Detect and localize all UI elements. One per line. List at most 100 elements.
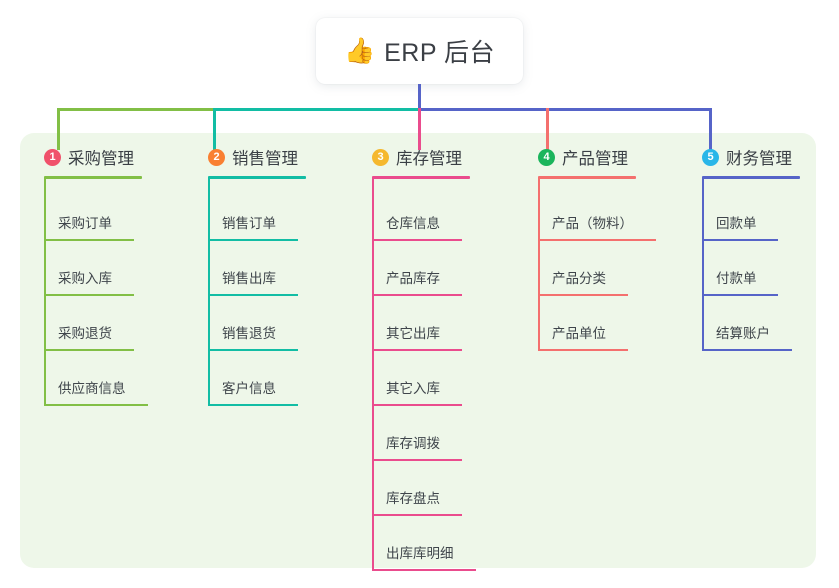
leaf-label: 供应商信息 [58,381,126,396]
leaf-label: 其它入库 [386,381,440,396]
leaf-label: 结算账户 [716,326,770,341]
leaf-underline [702,294,778,296]
leaf-label: 产品库存 [386,271,440,286]
leaf-underline [372,294,462,296]
leaf-underline [372,514,462,516]
leaf-underline [702,239,778,241]
leaf-label: 其它出库 [386,326,440,341]
leaf-item[interactable]: 结算账户 [702,296,792,351]
branch-header-sales[interactable]: 2 销售管理 [208,146,306,168]
leaf-item[interactable]: 库存盘点 [372,461,462,516]
leaf-label: 回款单 [716,216,757,231]
leaf-underline [208,349,298,351]
branch-header-inventory[interactable]: 3 库存管理 [372,146,470,168]
leaf-item[interactable]: 销售出库 [208,241,298,296]
leaf-item[interactable]: 产品（物料） [538,186,656,241]
leaf-label: 库存调拨 [386,436,440,451]
leaf-item[interactable]: 销售订单 [208,186,298,241]
leaf-item[interactable]: 仓库信息 [372,186,462,241]
leaf-item[interactable]: 付款单 [702,241,778,296]
branch-title-inventory: 库存管理 [396,150,462,168]
leaf-item[interactable]: 产品单位 [538,296,628,351]
leaf-item[interactable]: 采购退货 [44,296,134,351]
branch-column-finance: 5 财务管理 [702,146,800,179]
leaf-item[interactable]: 产品分类 [538,241,628,296]
leaf-underline [538,294,628,296]
branch-spine-product [538,178,540,351]
leaf-underline [44,349,134,351]
branch-column-purchase: 1 采购管理 [44,146,142,179]
connector-drop-sales [213,108,216,150]
leaf-item[interactable]: 库存调拨 [372,406,462,461]
leaf-item[interactable]: 出库库明细 [372,516,476,571]
leaf-underline [538,239,656,241]
leaf-underline [44,239,134,241]
branch-title-purchase: 采购管理 [68,150,134,168]
connector-bar-teal [213,108,420,111]
leaf-item[interactable]: 其它入库 [372,351,462,406]
connector-root-stem [418,84,421,111]
branch-header-product[interactable]: 4 产品管理 [538,146,636,168]
leaf-underline [208,239,298,241]
leaf-item[interactable]: 采购订单 [44,186,134,241]
branch-header-finance[interactable]: 5 财务管理 [702,146,800,168]
connector-bar-green [57,108,215,111]
leaf-item[interactable]: 采购入库 [44,241,134,296]
branch-title-product: 产品管理 [562,150,628,168]
leaf-item[interactable]: 客户信息 [208,351,298,406]
connector-drop-purchase [57,108,60,150]
leaf-underline [44,404,148,406]
leaf-label: 产品单位 [552,326,606,341]
branch-title-sales: 销售管理 [232,150,298,168]
branch-underline-inventory [372,176,470,179]
thumbs-up-icon: 👍 [343,36,376,65]
leaf-label: 出库库明细 [386,546,454,561]
leaf-label: 客户信息 [222,381,276,396]
branch-underline-sales [208,176,306,179]
leaf-underline [208,404,298,406]
branch-column-sales: 2 销售管理 [208,146,306,179]
root-title: ERP 后台 [384,39,496,67]
branch-spine-sales [208,178,210,406]
branch-spine-purchase [44,178,46,406]
branch-column-product: 4 产品管理 [538,146,636,179]
branch-header-purchase[interactable]: 1 采购管理 [44,146,142,168]
leaf-label: 采购入库 [58,271,112,286]
branch-badge-inventory: 3 [372,148,389,166]
branch-spine-finance [702,178,704,351]
connector-drop-finance [709,108,712,150]
leaf-underline [372,349,462,351]
leaf-item[interactable]: 产品库存 [372,241,462,296]
leaf-label: 产品分类 [552,271,606,286]
root-node[interactable]: 👍 ERP 后台 [316,18,523,84]
leaf-item[interactable]: 供应商信息 [44,351,148,406]
branch-underline-product [538,176,636,179]
leaf-label: 仓库信息 [386,216,440,231]
leaf-label: 销售退货 [222,326,276,341]
leaf-label: 采购订单 [58,216,112,231]
leaf-label: 付款单 [716,271,757,286]
leaf-item[interactable]: 回款单 [702,186,778,241]
leaf-underline [372,459,462,461]
leaf-underline [372,569,476,571]
leaf-underline [702,349,792,351]
branch-badge-finance: 5 [702,148,719,166]
leaf-underline [538,349,628,351]
connector-drop-product [546,108,549,150]
branch-badge-product: 4 [538,148,555,166]
leaf-label: 产品（物料） [552,216,633,231]
leaf-label: 销售订单 [222,216,276,231]
branch-underline-finance [702,176,800,179]
leaf-underline [372,239,462,241]
branch-badge-sales: 2 [208,148,225,166]
leaf-label: 采购退货 [58,326,112,341]
leaf-label: 库存盘点 [386,491,440,506]
leaf-underline [44,294,134,296]
branch-badge-purchase: 1 [44,148,61,166]
connector-bar-blue [418,108,712,111]
connector-drop-inventory [418,108,421,150]
branch-title-finance: 财务管理 [726,150,792,168]
leaf-item[interactable]: 其它出库 [372,296,462,351]
leaf-item[interactable]: 销售退货 [208,296,298,351]
